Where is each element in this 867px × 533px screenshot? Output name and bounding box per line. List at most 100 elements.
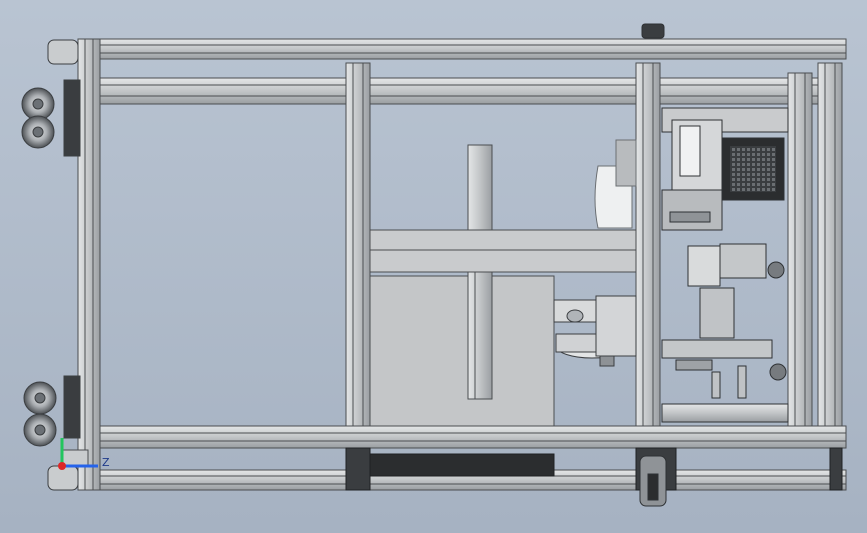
- grille-hole: [757, 173, 760, 176]
- grille-hole: [762, 168, 765, 171]
- grille-hole: [772, 163, 775, 166]
- coordinate-triad: Z: [58, 438, 110, 470]
- vent-grille: [730, 146, 776, 192]
- grille-hole: [737, 168, 740, 171]
- caster-top-left: [21, 39, 81, 157]
- center-panel: [369, 144, 637, 427]
- grille-hole: [762, 153, 765, 156]
- grille-hole: [767, 148, 770, 151]
- grille-hole: [757, 153, 760, 156]
- grille-hole: [762, 148, 765, 151]
- grille-hole: [747, 148, 750, 151]
- grille-hole: [737, 163, 740, 166]
- z-axis-label: Z: [102, 456, 110, 469]
- grille-hole: [767, 173, 770, 176]
- grille-hole: [742, 158, 745, 161]
- spindle-unit: [553, 295, 637, 367]
- grille-hole: [752, 158, 755, 161]
- grille-hole: [757, 158, 760, 161]
- grille-hole: [767, 178, 770, 181]
- grille-hole: [737, 153, 740, 156]
- grille-hole: [767, 158, 770, 161]
- bottom-dark-strip: [345, 447, 843, 491]
- grille-hole: [742, 168, 745, 171]
- grille-hole: [747, 188, 750, 191]
- grille-hole: [747, 173, 750, 176]
- grille-hole: [747, 168, 750, 171]
- caster-bottom-left: [23, 375, 81, 491]
- grille-hole: [747, 163, 750, 166]
- grille-hole: [767, 163, 770, 166]
- grille-hole: [752, 148, 755, 151]
- grille-hole: [732, 163, 735, 166]
- grille-hole: [732, 173, 735, 176]
- grille-hole: [772, 188, 775, 191]
- grille-hole: [737, 188, 740, 191]
- top-rail: [77, 38, 847, 60]
- left-post: [77, 38, 101, 491]
- grille-hole: [732, 178, 735, 181]
- grille-hole: [732, 153, 735, 156]
- grille-hole: [757, 178, 760, 181]
- grille-hole: [772, 148, 775, 151]
- grille-hole: [742, 173, 745, 176]
- grille-hole: [747, 158, 750, 161]
- base-motor: [639, 23, 667, 507]
- middle-post: [345, 62, 371, 427]
- grille-hole: [752, 168, 755, 171]
- grille-hole: [732, 168, 735, 171]
- grille-hole: [732, 183, 735, 186]
- grille-hole: [752, 183, 755, 186]
- grille-hole: [737, 178, 740, 181]
- grille-hole: [742, 183, 745, 186]
- grille-hole: [757, 163, 760, 166]
- grille-hole: [767, 153, 770, 156]
- grille-hole: [772, 178, 775, 181]
- grille-hole: [732, 148, 735, 151]
- grille-hole: [767, 183, 770, 186]
- grille-hole: [772, 153, 775, 156]
- grille-hole: [767, 168, 770, 171]
- grille-hole: [772, 158, 775, 161]
- grille-hole: [762, 163, 765, 166]
- grille-hole: [757, 148, 760, 151]
- grille-hole: [767, 188, 770, 191]
- grille-hole: [737, 158, 740, 161]
- grille-hole: [742, 163, 745, 166]
- grille-hole: [732, 158, 735, 161]
- grille-hole: [747, 178, 750, 181]
- grille-hole: [772, 168, 775, 171]
- grille-hole: [772, 173, 775, 176]
- grille-hole: [752, 188, 755, 191]
- grille-hole: [742, 178, 745, 181]
- right-inner-post: [635, 62, 661, 427]
- grille-hole: [747, 183, 750, 186]
- right-post: [787, 62, 843, 427]
- grille-hole: [737, 173, 740, 176]
- grille-hole: [757, 188, 760, 191]
- grille-hole: [747, 153, 750, 156]
- guard-panel: [594, 139, 637, 229]
- grille-hole: [757, 168, 760, 171]
- grille-hole: [737, 148, 740, 151]
- grille-hole: [742, 153, 745, 156]
- grille-hole: [762, 188, 765, 191]
- grille-hole: [762, 183, 765, 186]
- grille-hole: [762, 178, 765, 181]
- grille-hole: [732, 188, 735, 191]
- bottom-rail: [77, 425, 847, 449]
- grille-hole: [762, 173, 765, 176]
- grille-hole: [742, 188, 745, 191]
- grille-hole: [742, 148, 745, 151]
- upper-rail: [99, 77, 819, 105]
- grille-hole: [757, 183, 760, 186]
- grille-hole: [752, 173, 755, 176]
- grille-hole: [772, 183, 775, 186]
- grille-hole: [737, 183, 740, 186]
- grille-hole: [762, 158, 765, 161]
- grille-hole: [752, 178, 755, 181]
- grille-hole: [752, 163, 755, 166]
- grille-hole: [752, 153, 755, 156]
